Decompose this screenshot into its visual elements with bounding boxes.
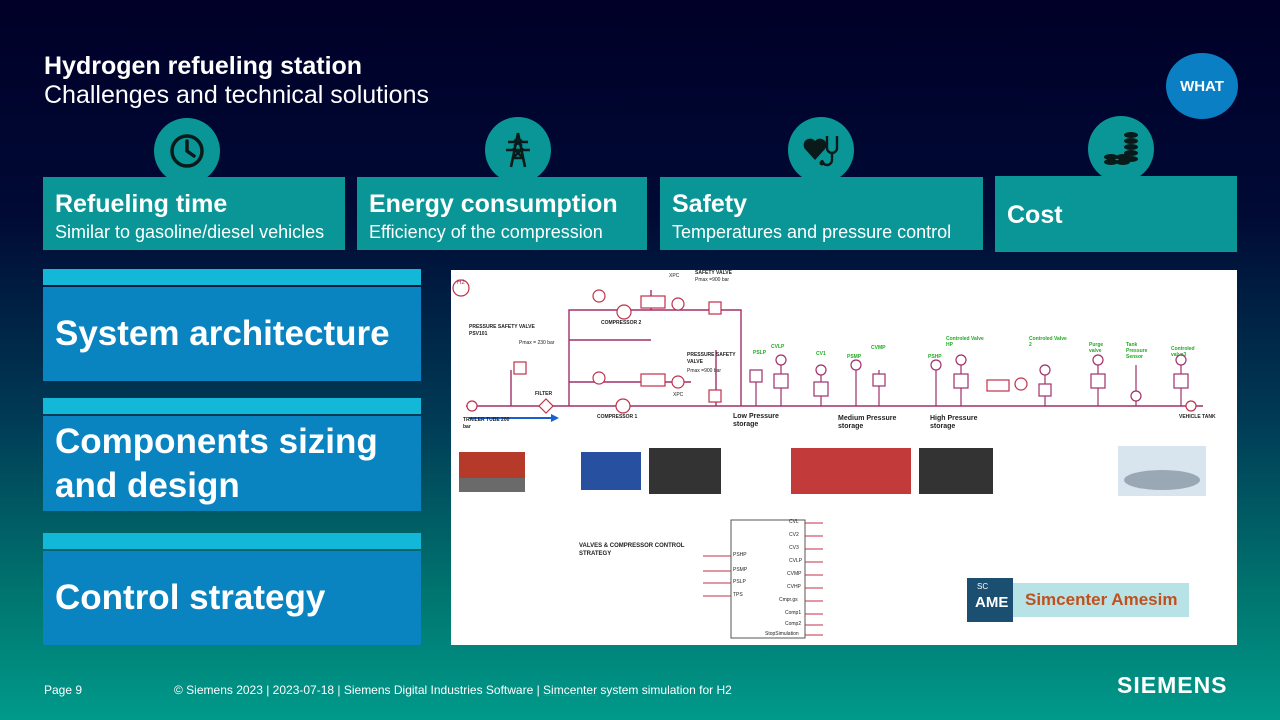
green-label: Controled Valve 2: [1029, 336, 1067, 348]
coins-icon: [1088, 116, 1154, 182]
challenge-subtitle: Efficiency of the compression: [369, 222, 603, 242]
clock-icon: [154, 118, 220, 184]
solution-control-strategy: Control strategy: [43, 551, 421, 645]
logo-sc: SC: [977, 582, 989, 591]
power-tower-icon: [485, 117, 551, 183]
slide-title: Hydrogen refueling station: [44, 52, 363, 80]
high-pressure-label: High Pressure storage: [930, 415, 978, 430]
simcenter-logo: SC AME: [967, 578, 1013, 622]
control-input: PSLP: [733, 579, 746, 585]
green-label: Purge valve: [1089, 342, 1104, 354]
footer-copyright: © Siemens 2023 | 2023-07-18 | Siemens Di…: [174, 683, 732, 697]
challenge-card-refueling-time: Refueling time Similar to gasoline/diese…: [43, 177, 345, 250]
heart-stethoscope-icon: [788, 117, 854, 183]
safety-valve-label: SAFETY VALVE: [695, 270, 732, 276]
challenge-title: Energy consumption: [369, 190, 618, 218]
what-badge: WHAT: [1166, 53, 1238, 119]
control-output: Comp2: [785, 621, 802, 627]
green-label: PSHP: [928, 354, 942, 360]
solution-accent-strip: [43, 269, 421, 285]
psv-mid-label: PRESSURE SAFETY VALVE: [687, 352, 736, 365]
green-label: CV1: [816, 351, 826, 357]
control-output: CVMP: [787, 571, 802, 577]
pmax-top-label: Pmax =900 bar: [695, 277, 730, 283]
slide-subtitle: Challenges and technical solutions: [44, 81, 429, 109]
solution-accent-strip: [43, 398, 421, 414]
solution-system-architecture: System architecture: [43, 287, 421, 381]
control-output: CVL: [789, 519, 799, 525]
vehicle-tank-label: VEHICLE TANK: [1179, 414, 1216, 420]
challenge-card-safety: Safety Temperatures and pressure control: [660, 177, 983, 250]
system-diagram: H2 TRAILER TUBE 200 bar FILTER COMPRESSO…: [451, 270, 1237, 645]
pmax-mid-label: Pmax =900 bar: [687, 368, 722, 374]
solution-components-sizing: Components sizing and design: [43, 416, 421, 511]
green-label: Controled valve3: [1171, 346, 1195, 358]
pmax1-label: Pmax = 230 bar: [519, 340, 555, 346]
control-input: PSMP: [733, 567, 748, 573]
solution-accent-strip: [43, 533, 421, 549]
logo-ame: AME: [975, 594, 1009, 611]
green-label: PSLP: [753, 350, 767, 356]
brand-name: Simcenter Amesim: [1013, 583, 1190, 617]
xpc-bottom-label: XPC: [673, 392, 684, 398]
trailer-label: TRAILER TUBE 200 bar: [463, 417, 510, 430]
filter-label: FILTER: [535, 391, 553, 397]
psv-label: PRESSURE SAFETY VALVE PSV101: [469, 324, 535, 337]
compressor2-label: COMPRESSOR 2: [601, 320, 642, 326]
control-input: TPS: [733, 592, 743, 598]
green-label: CVMP: [871, 345, 886, 351]
green-label: Tank Pressure Sensor: [1126, 342, 1148, 360]
copyright-suffix: system simulation for H2: [597, 683, 732, 697]
green-label: Controled Valve HP: [946, 336, 984, 348]
challenge-subtitle: Temperatures and pressure control: [672, 222, 952, 242]
compressor1-label: COMPRESSOR 1: [597, 414, 638, 420]
page-number: Page 9: [44, 683, 83, 697]
solution-label: Components sizing and design: [55, 421, 378, 505]
copyright-prefix: © Siemens 2023 | 2023-07-18 | Siemens Di…: [174, 683, 544, 697]
h2-label: H2: [457, 280, 465, 286]
copyright-underlined: Simcenter: [543, 683, 598, 697]
challenge-card-cost: Cost: [995, 176, 1237, 252]
green-label: CVLP: [771, 344, 785, 350]
simcenter-amesim-badge: SC AME Simcenter Amesim: [967, 578, 1190, 622]
control-strategy-label: VALVES & COMPRESSOR CONTROL STRATEGY: [579, 543, 685, 557]
challenge-title: Refueling time: [55, 190, 228, 218]
challenge-card-energy-consumption: Energy consumption Efficiency of the com…: [357, 177, 647, 250]
control-output: Comp1: [785, 610, 802, 616]
challenge-subtitle: Similar to gasoline/diesel vehicles: [55, 222, 325, 242]
xpc-top-label: XPC: [669, 273, 680, 279]
green-label: PSMP: [847, 354, 862, 360]
control-output: CV3: [789, 545, 799, 551]
control-output: CV2: [789, 532, 799, 538]
control-output: CVHP: [787, 584, 801, 590]
control-output: StopSimulation: [765, 631, 799, 637]
siemens-logo: SIEMENS: [1117, 672, 1228, 698]
medium-pressure-label: Medium Pressure storage: [838, 415, 897, 430]
solution-label: System architecture: [55, 314, 390, 353]
challenge-title: Safety: [672, 190, 748, 218]
schematic-svg: [452, 279, 1206, 639]
control-output: CVLP: [789, 558, 803, 564]
control-output: Cmpr.gs: [779, 597, 798, 603]
low-pressure-label: Low Pressure storage: [733, 413, 779, 428]
challenge-title: Cost: [1007, 201, 1063, 229]
control-input: PSHP: [733, 552, 747, 558]
solution-label: Control strategy: [55, 578, 326, 617]
